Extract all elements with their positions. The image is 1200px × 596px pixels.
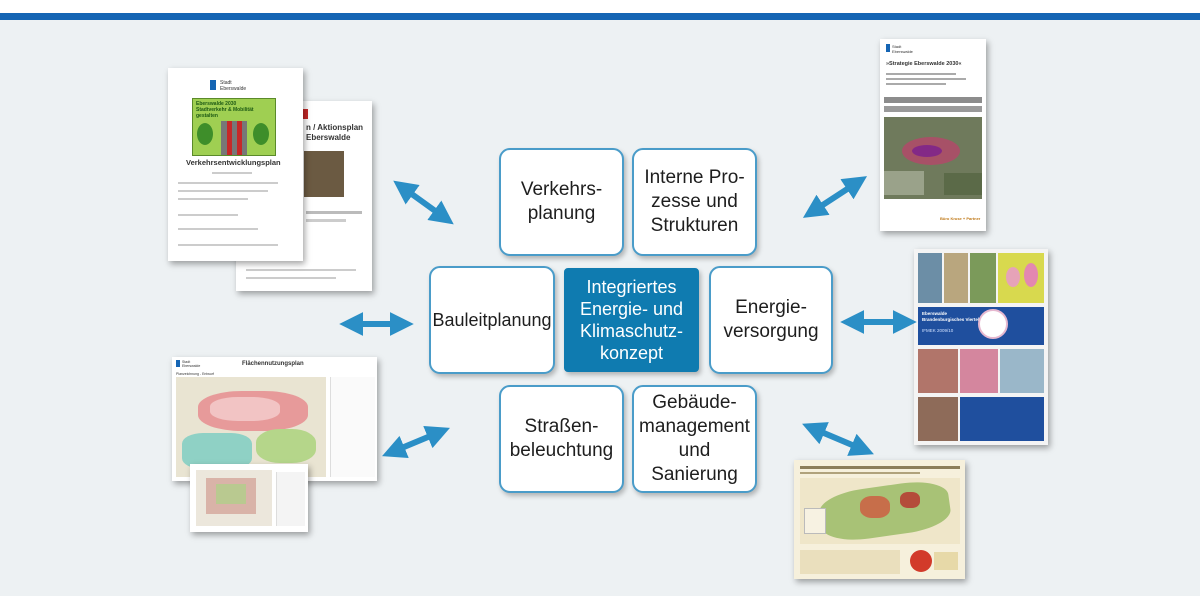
doc-verkehrsentwicklungsplan: Stadt Eberswalde Eberswalde 2030 Stadtve… — [168, 68, 303, 261]
strategie-map-image — [884, 117, 982, 199]
vep-cover-image: Eberswalde 2030 Stadtverkehr & Mobilität… — [192, 98, 276, 156]
aktionsplan-title: n / Aktionsplan Eberswalde — [306, 123, 364, 142]
fnp-logo: Stadt Eberswalde — [182, 360, 201, 368]
vep-cover-text: Eberswalde 2030 Stadtverkehr & Mobilität… — [196, 101, 254, 119]
fnp-map-image — [176, 377, 326, 477]
strategie-logo: Stadt Eberswalde — [892, 44, 913, 54]
node-verkehrsplanung: Verkehrs- planung — [499, 148, 624, 256]
top-bar — [0, 0, 1200, 20]
node-energieversorgung: Energie- versorgung — [709, 266, 833, 374]
isek-subtitle: IFMEK 2009/10 — [922, 328, 954, 333]
doc-stadtumbau-plan — [794, 460, 965, 579]
stadtumbau-map-image — [800, 477, 960, 545]
node-interne-prozesse: Interne Pro- zesse und Strukturen — [632, 148, 757, 256]
top-accent-line — [0, 13, 1200, 20]
isek-title: Eberswalde Brandenburgisches Viertel — [922, 311, 980, 322]
fnp-title: Flächennutzungsplan — [242, 361, 304, 367]
node-strassenbeleuchtung: Straßen- beleuchtung — [499, 385, 624, 493]
doc-flaechennutzungsplan: Stadt Eberswalde Flächennutzungsplan Pla… — [172, 357, 377, 481]
doc-strategie-2030: Stadt Eberswalde »Strategie Eberswalde 2… — [880, 39, 986, 231]
doc-isek-brandenburgisches-viertel: Eberswalde Brandenburgisches Viertel IFM… — [914, 249, 1048, 445]
strategie-title: »Strategie Eberswalde 2030« — [886, 61, 962, 67]
node-klimaschutzkonzept: Integriertes Energie- und Klimaschutz- k… — [564, 268, 699, 372]
strategie-footer: Büro Kruse + Partner — [940, 216, 981, 221]
node-gebaeudemanagement: Gebäude- management und Sanierung — [632, 385, 757, 493]
node-bauleitplanung: Bauleitplanung — [429, 266, 555, 374]
isek-seal-icon — [978, 309, 1008, 339]
fnp-subtitle: Planzeichnung - Entwurf — [176, 372, 214, 376]
vep-logo: Stadt Eberswalde — [220, 80, 247, 92]
isek-title-box: Eberswalde Brandenburgisches Viertel IFM… — [918, 307, 1044, 345]
vep-title: Verkehrsentwicklungsplan — [186, 158, 281, 167]
doc-bebauungsplan — [190, 464, 308, 532]
